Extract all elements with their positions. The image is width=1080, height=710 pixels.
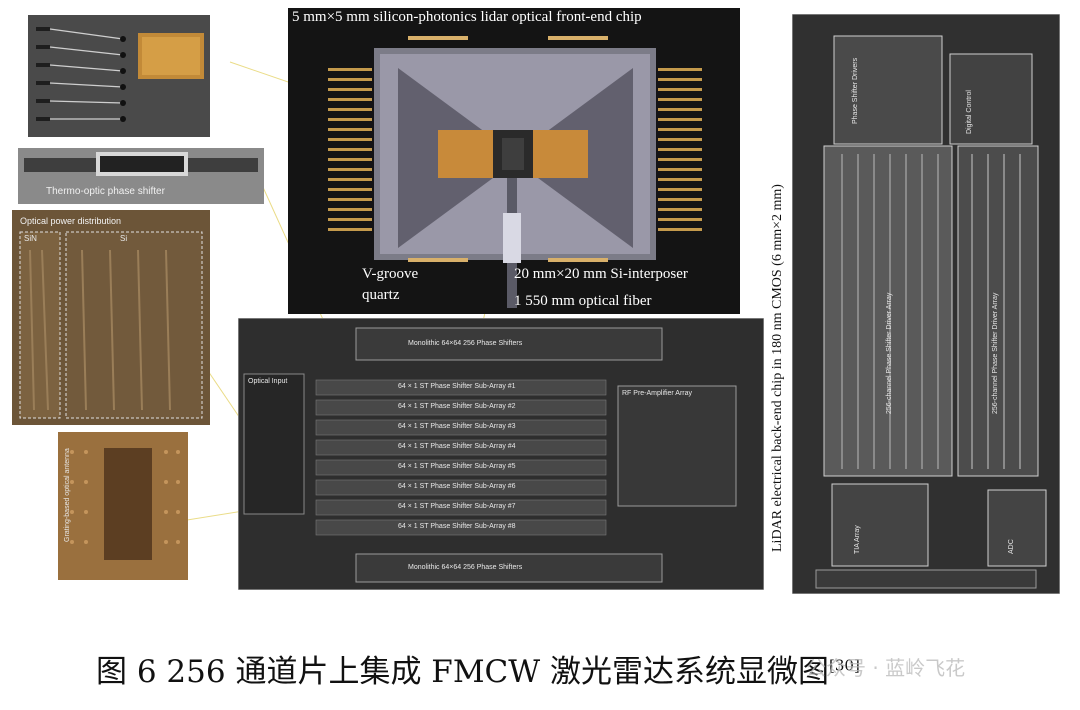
watermark: 公众号 · 蓝岭飞花 bbox=[806, 656, 966, 680]
back-end-side-label: LiDAR electrical back-end chip in 180 nm… bbox=[770, 184, 785, 552]
label-quartz: quartz bbox=[362, 287, 400, 303]
block-d-label: 256-channel Phase Shifter Driver Array bbox=[992, 292, 999, 414]
block-c-label: 256-channel Phase Shifter Driver Array bbox=[886, 292, 893, 414]
label-fiber: 1 550 mm optical fiber bbox=[514, 293, 652, 309]
row-label: 64 × 1 ST Phase Shifter Sub-Array #4 bbox=[398, 443, 516, 450]
top-bank-label: Monolithic 64×64 256 Phase Shifters bbox=[408, 340, 523, 347]
inset-wirebond-photo bbox=[28, 15, 210, 137]
inset-grating-antenna: Grating-based optical antenna bbox=[58, 432, 188, 580]
block-f-label: ADC bbox=[1008, 539, 1015, 554]
row-label: 64 × 1 ST Phase Shifter Sub-Array #8 bbox=[398, 523, 516, 530]
block-e-label: TIA Array bbox=[854, 525, 861, 554]
label-vgroove: V-groove bbox=[362, 266, 419, 282]
row-label: 64 × 1 ST Phase Shifter Sub-Array #6 bbox=[398, 483, 516, 490]
photonic-chip-micrograph: 5 mm×5 mm silicon-photonics lidar optica… bbox=[288, 8, 740, 314]
power-distribution-label: Optical power distribution bbox=[20, 216, 122, 226]
figure-caption: 图 6 256 通道片上集成 FMCW 激光雷达系统显微图[30] bbox=[96, 646, 860, 691]
row-label: 64 × 1 ST Phase Shifter Sub-Array #2 bbox=[398, 403, 516, 410]
caption-ref: [30] bbox=[829, 656, 860, 675]
caption-text: 图 6 256 通道片上集成 FMCW 激光雷达系统显微图 bbox=[96, 654, 829, 690]
bottom-bank-label: Monolithic 64×64 256 Phase Shifters bbox=[408, 564, 523, 571]
row-label: 64 × 1 ST Phase Shifter Sub-Array #5 bbox=[398, 463, 516, 470]
thermo-shifter-label: Thermo-optic phase shifter bbox=[46, 186, 165, 197]
front-end-layout: Monolithic 64×64 256 Phase Shifters Mono… bbox=[238, 318, 764, 590]
block-b-label: Digital Control bbox=[966, 90, 973, 134]
row-label: 64 × 1 ST Phase Shifter Sub-Array #7 bbox=[398, 503, 516, 510]
right-block-label: RF Pre-Amplifier Array bbox=[622, 390, 693, 397]
grating-label: Grating-based optical antenna bbox=[64, 448, 71, 542]
block-a-label: Phase Shifter Drivers bbox=[852, 57, 859, 124]
inset-thermo-shifter: Thermo-optic phase shifter bbox=[18, 148, 264, 204]
row-label: 64 × 1 ST Phase Shifter Sub-Array #1 bbox=[398, 383, 516, 390]
si-label: Si bbox=[120, 234, 128, 243]
label-interposer: 20 mm×20 mm Si-interposer bbox=[514, 266, 688, 282]
row-label: 64 × 1 ST Phase Shifter Sub-Array #3 bbox=[398, 423, 516, 430]
sin-label: SiN bbox=[24, 234, 37, 243]
back-end-cmos-chip: Phase Shifter Drivers Digital Control 25… bbox=[792, 14, 1060, 594]
inset-power-distribution: Optical power distribution SiN Si bbox=[12, 210, 210, 425]
photonic-chip-title: 5 mm×5 mm silicon-photonics lidar optica… bbox=[292, 9, 642, 25]
left-block-label: Optical Input bbox=[248, 378, 288, 385]
